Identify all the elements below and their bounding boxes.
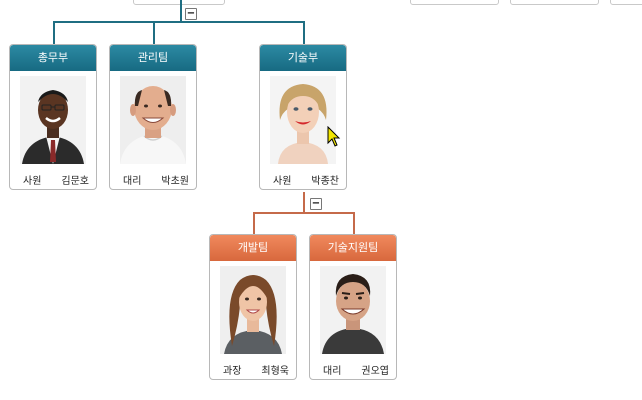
- parent-node-partial[interactable]: [133, 0, 225, 5]
- dept-title: 총무부: [10, 45, 96, 71]
- connector-to-tech: [303, 21, 305, 45]
- portrait-man-dark: [20, 76, 86, 164]
- node-partial-2[interactable]: [510, 0, 599, 5]
- dept-title: 기술지원팀: [310, 235, 396, 261]
- person-name: 김문호: [61, 176, 89, 187]
- arrow-cursor-icon: [327, 125, 341, 152]
- dept-title: 관리팀: [110, 45, 196, 71]
- connector-root-vertical: [180, 0, 182, 22]
- collapse-toggle-root[interactable]: −: [185, 8, 197, 20]
- org-node-general[interactable]: 총무부 사원 김문호: [9, 44, 97, 190]
- person-info: 대리 박초원: [110, 172, 196, 187]
- connector-to-general: [53, 21, 55, 45]
- person-name: 박종찬: [311, 176, 339, 187]
- person-info: 과장 최형욱: [210, 362, 296, 377]
- dept-title: 기술부: [260, 45, 346, 71]
- connector-level2-horizontal: [253, 212, 355, 214]
- portrait-man-smiling: [320, 266, 386, 354]
- person-role: 과장: [223, 366, 242, 377]
- portrait-woman-brunette: [220, 266, 286, 354]
- person-name: 권오엽: [361, 366, 389, 377]
- person-info: 사원 김문호: [10, 172, 96, 187]
- person-name: 최형욱: [261, 366, 289, 377]
- org-node-tech[interactable]: 기술부 사원 박종찬: [259, 44, 347, 190]
- person-role: 사원: [23, 176, 42, 187]
- person-name: 박초원: [161, 176, 189, 187]
- org-node-dev[interactable]: 개발팀 과장 최형욱: [209, 234, 297, 380]
- person-role: 대리: [323, 366, 342, 377]
- dept-title: 개발팀: [210, 235, 296, 261]
- connector-to-dev: [253, 212, 255, 236]
- person-info: 사원 박종찬: [260, 172, 346, 187]
- connector-to-techsupport: [353, 212, 355, 236]
- collapse-toggle-tech[interactable]: −: [310, 198, 322, 210]
- connector-level1-horizontal: [53, 21, 305, 23]
- person-role: 대리: [123, 176, 142, 187]
- org-node-techsupport[interactable]: 기술지원팀 대리 권오엽: [309, 234, 397, 380]
- connector-tech-vertical: [303, 192, 305, 214]
- connector-to-management: [153, 21, 155, 45]
- org-node-management[interactable]: 관리팀 대리 박초원: [109, 44, 197, 190]
- person-info: 대리 권오엽: [310, 362, 396, 377]
- person-role: 사원: [273, 176, 292, 187]
- portrait-woman-blonde: [270, 76, 336, 164]
- node-partial-3[interactable]: [610, 0, 642, 5]
- portrait-man-bald: [120, 76, 186, 164]
- node-partial-1[interactable]: [410, 0, 499, 5]
